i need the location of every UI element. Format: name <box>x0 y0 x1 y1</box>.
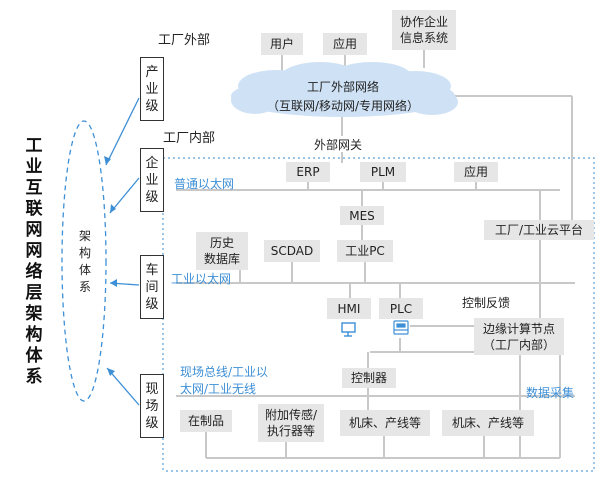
partner-system-box: 协作企业 信息系统 <box>392 10 456 50</box>
diagram-title: 工业互联网网络层架构体系 <box>25 136 43 387</box>
data-collection-label: 数据采集 <box>526 386 575 400</box>
history-db-box: 历史 数据库 <box>196 232 248 270</box>
level-field: 现场级 <box>140 374 164 438</box>
scdad-box: SCDAD <box>264 240 320 262</box>
external-gateway-label: 外部网关 <box>314 138 363 152</box>
industrial-ethernet-label: 工业以太网 <box>171 272 232 286</box>
cloud-subtitle: （互联网/移动网/专用网络） <box>266 99 420 113</box>
machine-line-box-1: 机床、产线等 <box>340 410 430 436</box>
controller-box: 控制器 <box>342 368 396 388</box>
mes-box: MES <box>340 206 384 225</box>
zone-outside-label: 工厂外部 <box>158 33 211 48</box>
ellipse-label: 架构体系 <box>78 229 91 294</box>
field-bus-label: 现场总线/工业以 太网/工业无线 <box>180 365 269 396</box>
plc-box: PLC <box>379 298 423 319</box>
plm-box: PLM <box>360 162 406 182</box>
level-workshop: 车间级 <box>140 255 164 319</box>
level-enterprise: 企业级 <box>140 148 164 212</box>
erp-box: ERP <box>286 162 330 182</box>
machine-line-box-2: 机床、产线等 <box>442 410 534 436</box>
ethernet-label: 普通以太网 <box>174 177 235 191</box>
user-box: 用户 <box>261 33 303 55</box>
app-box-top: 应用 <box>323 33 367 55</box>
monitor-icon <box>341 322 356 337</box>
sensor-actuator-box: 附加传感/ 执行器等 <box>258 404 324 442</box>
app-box-enterprise: 应用 <box>454 162 498 182</box>
edge-computing-box: 边缘计算节点 （工厂内部） <box>474 318 564 355</box>
plc-device-icon <box>393 320 409 335</box>
cloud-shape <box>231 62 458 117</box>
industrial-pc-box: 工业PC <box>337 240 393 262</box>
wip-box: 在制品 <box>180 410 232 432</box>
level-arrows <box>105 97 140 406</box>
control-feedback-label: 控制反馈 <box>462 296 511 310</box>
cloud-platform-box: 工厂/工业云平台 <box>484 220 594 240</box>
cloud-title: 工厂外部网络 <box>306 80 379 94</box>
level-industry: 产业级 <box>140 57 164 121</box>
zone-inside-label: 工厂内部 <box>163 131 216 146</box>
hmi-box: HMI <box>327 298 371 319</box>
architecture-ellipse <box>61 120 107 402</box>
